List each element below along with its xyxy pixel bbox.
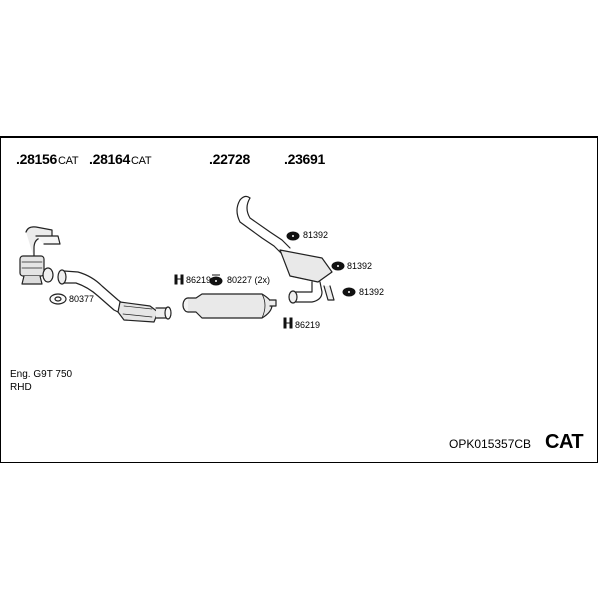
hanger-81392-a-icon bbox=[286, 231, 300, 241]
part-number-28164: .28164CAT bbox=[89, 151, 152, 167]
rear-silencer-part bbox=[236, 195, 335, 304]
diagram-frame bbox=[0, 136, 598, 463]
callout-80377: 80377 bbox=[69, 294, 95, 304]
callout-81392-a: 81392 bbox=[303, 230, 329, 240]
callout-81392-c: 81392 bbox=[359, 287, 385, 297]
hanger-80227-icon bbox=[209, 274, 223, 286]
clamp-86219-right-icon bbox=[283, 317, 293, 329]
part-number-22728: .22728 bbox=[209, 151, 251, 167]
manifold-catalyst-part bbox=[19, 226, 61, 285]
callout-86219-left: 86219 bbox=[186, 275, 212, 285]
clamp-86219-left-icon bbox=[174, 274, 184, 285]
drive-note: RHD bbox=[10, 382, 32, 393]
gasket-part bbox=[49, 293, 67, 305]
engine-note: Eng. G9T 750 bbox=[10, 369, 73, 380]
callout-80227: 80227 (2x) bbox=[227, 275, 271, 285]
kit-code: OPK015357CB bbox=[449, 437, 532, 451]
callout-86219-right: 86219 bbox=[295, 320, 321, 330]
middle-silencer-part bbox=[182, 293, 277, 319]
hanger-81392-b-icon bbox=[331, 261, 345, 271]
hanger-81392-c-icon bbox=[342, 287, 356, 297]
kit-type: CAT bbox=[545, 431, 584, 453]
part-number-23691: .23691 bbox=[284, 151, 326, 167]
part-number-28156: .28156CAT bbox=[16, 151, 79, 167]
callout-81392-b: 81392 bbox=[347, 261, 373, 271]
front-pipe-catalyst-part bbox=[57, 269, 172, 323]
